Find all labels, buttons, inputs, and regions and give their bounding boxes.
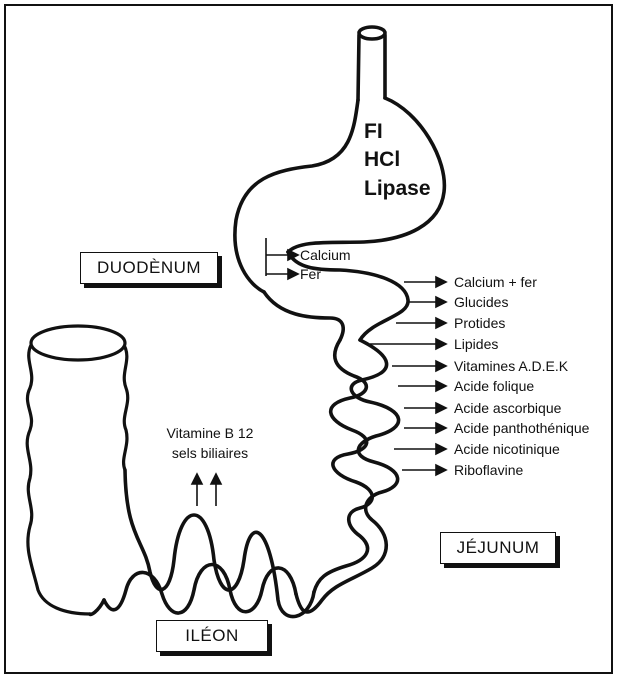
duodenum-absorb-fer: Fer <box>300 266 321 282</box>
jejunum-label: JÉJUNUM <box>440 532 556 564</box>
ileum-absorb-line1: Vitamine B 12 <box>167 425 254 441</box>
stomach-label-lipase: Lipase <box>364 177 431 200</box>
jejunum-absorb-item: Acide nicotinique <box>454 441 560 457</box>
ileum-arrows <box>192 474 221 506</box>
duodenum-label: DUODÈNUM <box>80 252 218 284</box>
stomach-label-fi: FI <box>364 120 383 143</box>
stomach-secretions: FI HCl Lipase <box>364 120 431 200</box>
jejunum-absorb-item: Protides <box>454 315 505 331</box>
colon-shape <box>27 326 128 614</box>
jejunum-absorb-item: Riboflavine <box>454 462 523 478</box>
jejunum-nutrient-list: Calcium + fer Glucides Protides Lipides … <box>454 274 590 478</box>
jejunum-absorb-item: Acide ascorbique <box>454 400 562 416</box>
ileum-absorb-line2: sels biliaires <box>172 445 248 461</box>
stomach-label-hcl: HCl <box>364 148 400 171</box>
duodenum-absorb-calcium: Calcium <box>300 247 351 263</box>
jejunum-absorb-item: Acide panthothénique <box>454 420 590 436</box>
ileum-label: ILÉON <box>156 620 268 652</box>
jejunum-absorb-item: Acide folique <box>454 378 534 394</box>
jejunum-absorb-item: Lipides <box>454 336 498 352</box>
tract-outline <box>90 27 444 617</box>
jejunum-absorb-item: Calcium + fer <box>454 274 537 290</box>
jejunum-absorb-item: Glucides <box>454 294 508 310</box>
jejunum-absorb-item: Vitamines A.D.E.K <box>454 358 569 374</box>
